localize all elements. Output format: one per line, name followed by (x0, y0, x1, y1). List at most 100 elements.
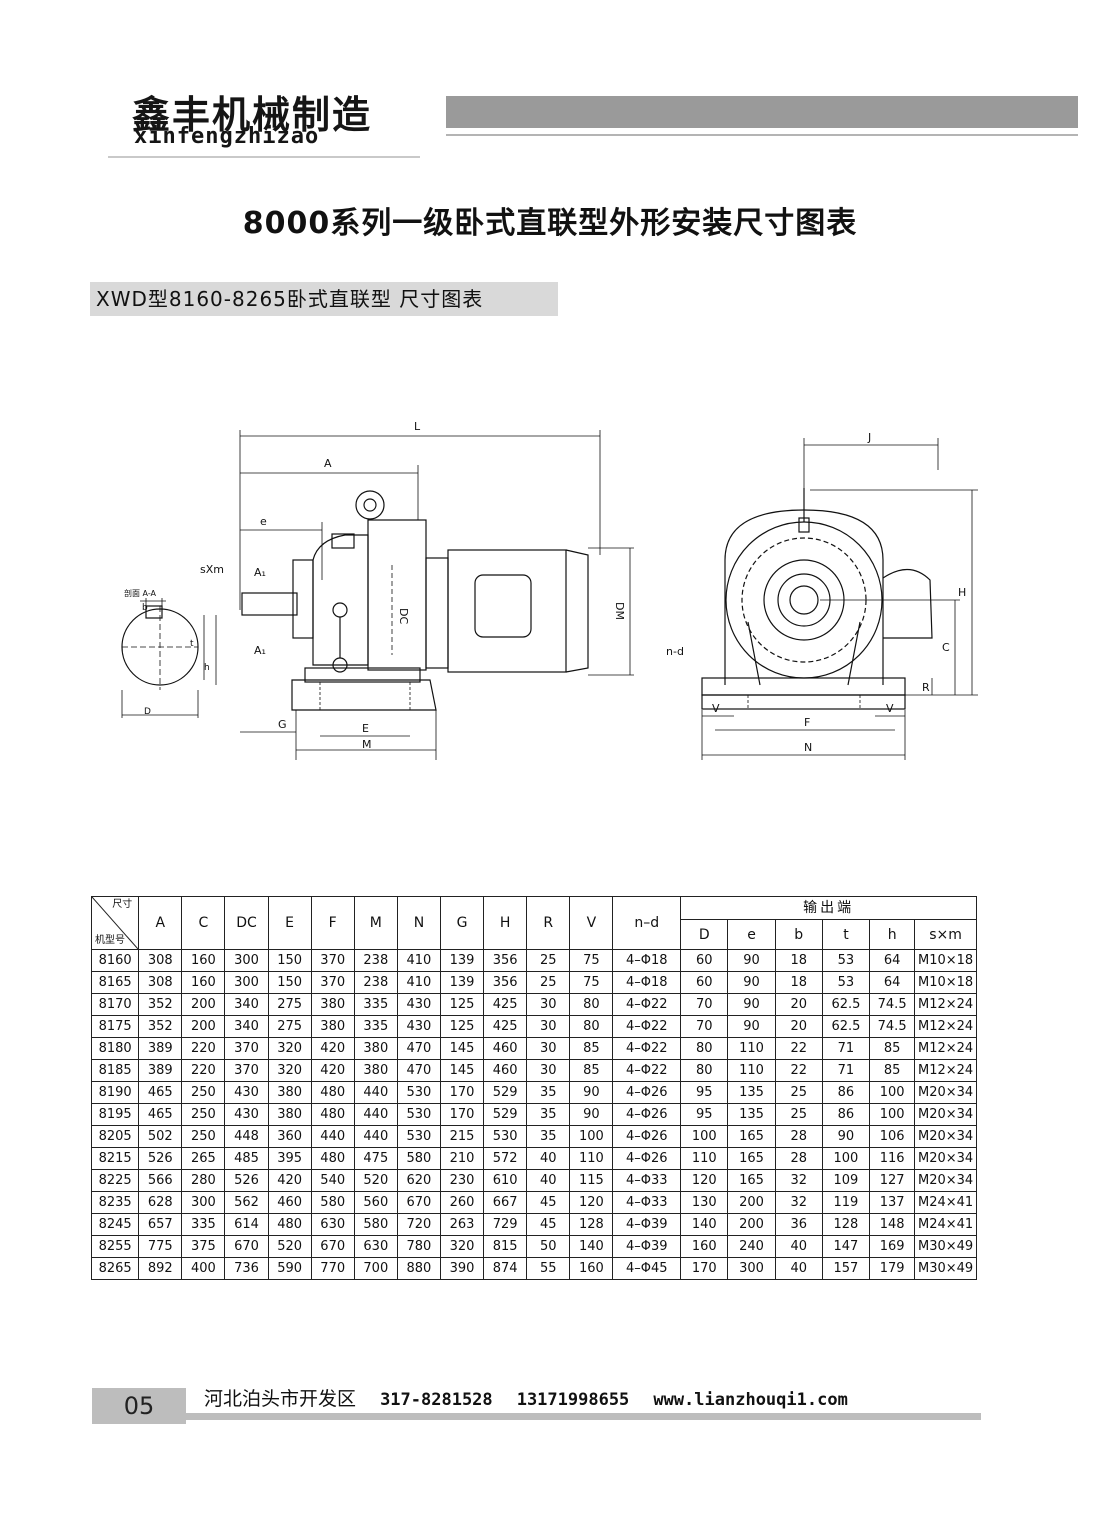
model-cell: 8170 (90, 993, 140, 1016)
table-cell: 95 (680, 1081, 729, 1104)
table-cell: 530 (396, 1103, 441, 1126)
section-label: XWD型8160-8265卧式直联型 尺寸图表 (90, 282, 558, 316)
table-cell: 480 (310, 1103, 355, 1126)
table-cell: 560 (353, 1191, 398, 1214)
table-cell: 360 (267, 1125, 312, 1148)
table-cell: 115 (569, 1169, 614, 1192)
table-cell: 100 (869, 1081, 916, 1104)
table-cell: 729 (483, 1213, 528, 1236)
table-cell: 370 (310, 971, 355, 994)
table-cell: M20×34 (914, 1169, 977, 1192)
table-cell: 30 (526, 1059, 571, 1082)
table-cell: 130 (680, 1191, 729, 1214)
brand-name-cn: 鑫丰机械制造 (132, 93, 373, 137)
table-cell: 874 (483, 1257, 528, 1280)
table-cell: 70 (680, 1015, 729, 1038)
table-cell: 352 (138, 1015, 183, 1038)
table-cell: 230 (439, 1169, 485, 1192)
table-cell: 440 (310, 1125, 355, 1148)
table-cell: 100 (821, 1147, 871, 1170)
table-cell: 135 (727, 1081, 776, 1104)
brand-name-en: xinfengzhizao (134, 124, 320, 149)
table-cell: 275 (267, 993, 312, 1016)
table-cell: 128 (821, 1213, 871, 1236)
footer-rule (186, 1413, 981, 1420)
table-cell: 119 (821, 1191, 871, 1214)
table-cell: 70 (680, 993, 729, 1016)
table-cell: 815 (483, 1235, 528, 1258)
table-cell: 280 (181, 1169, 226, 1192)
table-cell: 40 (526, 1147, 571, 1170)
table-cell: 667 (483, 1191, 528, 1214)
table-cell: 4–Φ33 (612, 1169, 682, 1192)
table-cell: 30 (526, 993, 571, 1016)
table-cell: 529 (483, 1103, 528, 1126)
table-cell: 389 (138, 1059, 183, 1082)
table-cell: 300 (181, 1191, 226, 1214)
table-cell: 169 (869, 1235, 916, 1258)
table-cell: 4–Φ26 (612, 1103, 682, 1126)
column-header: E (267, 896, 312, 950)
side-view (239, 430, 634, 760)
table-cell: 4–Φ39 (612, 1213, 682, 1236)
page-title: 8000系列一级卧式直联型外形安装尺寸图表 (242, 206, 858, 241)
table-cell: 430 (224, 1081, 269, 1104)
table-cell: 4–Φ18 (612, 971, 682, 994)
table-cell: 25 (526, 971, 571, 994)
table-cell: 75 (569, 971, 614, 994)
table-cell: 160 (569, 1257, 614, 1280)
table-cell: 380 (267, 1103, 312, 1126)
table-cell: 465 (138, 1103, 183, 1126)
table-cell: 170 (680, 1257, 729, 1280)
table-cell: 200 (727, 1191, 776, 1214)
table-cell: 100 (680, 1125, 729, 1148)
table-cell: 530 (396, 1081, 441, 1104)
footer-contact: 河北泊头市开发区 317-8281528 13171998655 www.lia… (204, 1384, 848, 1411)
footer-website[interactable]: www.lianzhouqi1.com (653, 1390, 848, 1410)
column-header: N (396, 896, 441, 950)
table-cell: 265 (181, 1147, 226, 1170)
table-cell: 520 (267, 1235, 312, 1258)
table-cell: 90 (727, 1015, 776, 1038)
table-cell: 160 (181, 949, 226, 972)
column-header: A (138, 896, 183, 950)
table-cell: 465 (138, 1081, 183, 1104)
table-cell: M20×34 (914, 1147, 977, 1170)
table-cell: 90 (569, 1103, 614, 1126)
table-cell: 157 (821, 1257, 871, 1280)
table-cell: M24×41 (914, 1191, 977, 1214)
table-cell: 106 (869, 1125, 916, 1148)
table-cell: 150 (267, 949, 312, 972)
table-cell: 580 (353, 1213, 398, 1236)
table-cell: 20 (774, 1015, 823, 1038)
table-cell: 480 (310, 1147, 355, 1170)
table-cell: 55 (526, 1257, 571, 1280)
table-cell: 4–Φ22 (612, 1059, 682, 1082)
table-cell: 75 (569, 949, 614, 972)
table-cell: 170 (439, 1081, 485, 1104)
table-cell: 62.5 (821, 1015, 871, 1038)
table-cell: 480 (310, 1081, 355, 1104)
table-cell: M20×34 (914, 1103, 977, 1126)
table-cell: 300 (224, 949, 269, 972)
table-cell: 380 (267, 1081, 312, 1104)
table-cell: 25 (774, 1081, 823, 1104)
table-cell: 28 (774, 1147, 823, 1170)
table-cell: 40 (774, 1257, 823, 1280)
section-label-AA: 剖面 A-A (124, 588, 157, 598)
output-column-header: e (727, 919, 776, 950)
shaft-section-view (121, 598, 217, 718)
dim-label-V-left: V (712, 702, 720, 715)
table-cell: 736 (224, 1257, 269, 1280)
table-cell: 110 (727, 1037, 776, 1060)
column-header: C (181, 896, 226, 950)
table-corner-header: 尺寸机型号 (90, 896, 140, 950)
brand-underline (108, 156, 420, 158)
table-cell: 614 (224, 1213, 269, 1236)
table-cell: 30 (526, 1015, 571, 1038)
